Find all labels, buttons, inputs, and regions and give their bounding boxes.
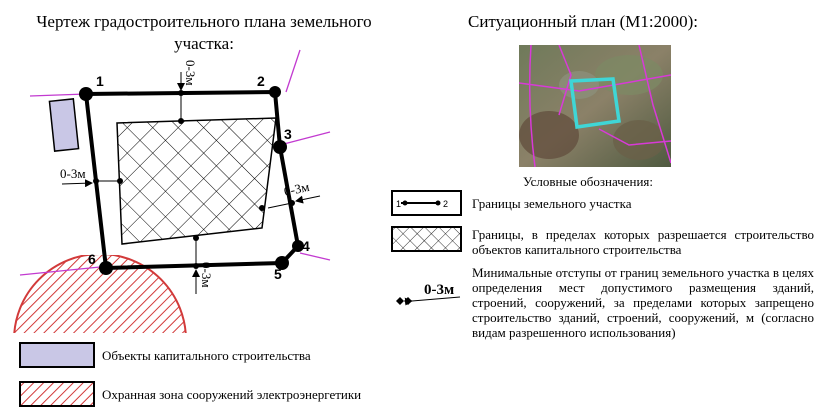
point-label-5: 5 xyxy=(274,266,282,282)
point-label-6: 6 xyxy=(88,251,96,267)
setback-label-top: 0-3м xyxy=(183,60,198,86)
setback-arrows xyxy=(61,72,321,294)
legend-setback-graphic: 0-3м xyxy=(396,282,461,306)
legend-point-b: 2 xyxy=(443,199,448,209)
situation-map xyxy=(519,45,671,167)
legend-setback-label: 0-3м xyxy=(424,282,454,298)
neighbor-boundaries xyxy=(19,49,331,276)
legend-setback-text: Минимальные отступы от границ земельного… xyxy=(472,265,814,340)
point-label-4: 4 xyxy=(302,238,310,254)
setback-label-left: 0-3м xyxy=(60,166,86,181)
legend-boundary-label: Границы земельного участка xyxy=(472,196,632,211)
legend-zone-swatch xyxy=(19,381,95,407)
point-label-2: 2 xyxy=(257,73,265,89)
buildable-area xyxy=(116,117,277,245)
plan-title: Чертеж градостроительного плана земельно… xyxy=(36,12,372,53)
setback-label-right: 0-3м xyxy=(283,179,311,199)
point-label-3: 3 xyxy=(284,126,292,142)
legend-capital-label: Объекты капитального строительства xyxy=(102,348,311,363)
protection-zone xyxy=(13,255,187,333)
legend-buildable-hatch xyxy=(393,228,460,250)
legend-boundary-graphic: 1 2 xyxy=(396,199,448,209)
legend-boundary-swatch xyxy=(391,190,462,216)
situation-title: Ситуационный план (М1:2000): xyxy=(468,12,698,31)
legend-buildable-swatch xyxy=(391,226,462,252)
legend-capital-swatch xyxy=(19,342,95,368)
legend-point-a: 1 xyxy=(396,199,401,209)
corner-points xyxy=(79,86,304,275)
capital-building xyxy=(48,98,80,152)
situation-plot-outline xyxy=(569,77,621,129)
setback-label-bottom: 0-3м xyxy=(199,262,214,288)
point-label-1: 1 xyxy=(96,73,104,89)
legend-zone-label: Охранная зона сооружений электроэнергети… xyxy=(102,387,362,402)
legend-buildable-label: Границы, в пределах которых разрешается … xyxy=(472,227,814,257)
setback-dots xyxy=(93,90,295,269)
setback-connectors xyxy=(96,93,293,266)
legend-caption: Условные обозначения: xyxy=(523,174,654,189)
legend-zone-hatch xyxy=(21,383,93,405)
